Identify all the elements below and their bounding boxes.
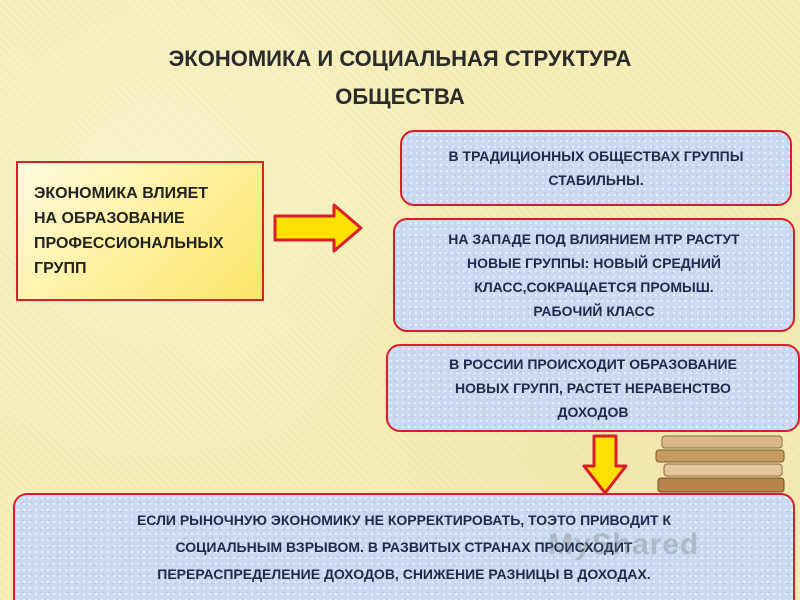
box4-line: ЕСЛИ РЫНОЧНУЮ ЭКОНОМИКУ НЕ КОРРЕКТИРОВАТ… xyxy=(136,512,672,528)
page-title: ЭКОНОМИКА И СОЦИАЛЬНАЯ СТРУКТУРА ОБЩЕСТВ… xyxy=(100,40,700,116)
arrow-right-icon xyxy=(273,203,363,253)
box3-line: ДОХОДОВ xyxy=(557,404,629,420)
russia-box: В РОССИИ ПРОИСХОДИТ ОБРАЗОВАНИЕ НОВЫХ ГР… xyxy=(386,344,800,432)
box4-line: СОЦИАЛЬНЫМ ВЗРЫВОМ. В РАЗВИТЫХ СТРАНАХ П… xyxy=(175,539,633,555)
box2-line: КЛАСС,СОКРАЩАЕТСЯ ПРОМЫШ. xyxy=(474,279,714,295)
left-box-line: ГРУПП xyxy=(34,260,87,277)
west-ntr-box: НА ЗАПАДЕ ПОД ВЛИЯНИЕМ НТР РАСТУТ НОВЫЕ … xyxy=(393,218,795,332)
box2-line: РАБОЧИЙ КЛАСС xyxy=(533,303,655,319)
box2-line: НА ЗАПАДЕ ПОД ВЛИЯНИЕМ НТР РАСТУТ xyxy=(448,231,740,247)
watermark-text: MyShared xyxy=(548,528,700,561)
box3-line: В РОССИИ ПРОИСХОДИТ ОБРАЗОВАНИЕ xyxy=(449,356,737,372)
box1-line: В ТРАДИЦИОННЫХ ОБЩЕСТВАХ ГРУППЫ xyxy=(448,148,744,164)
books-stack-icon xyxy=(655,435,785,493)
market-economy-box: ЕСЛИ РЫНОЧНУЮ ЭКОНОМИКУ НЕ КОРРЕКТИРОВАТ… xyxy=(13,493,795,600)
left-box-line: НА ОБРАЗОВАНИЕ xyxy=(34,210,185,227)
title-line-2: ОБЩЕСТВА xyxy=(335,84,465,109)
arrow-down-icon xyxy=(582,434,628,495)
left-box-line: ПРОФЕССИОНАЛЬНЫХ xyxy=(34,235,224,252)
title-line-1: ЭКОНОМИКА И СОЦИАЛЬНАЯ СТРУКТУРА xyxy=(168,46,632,71)
economy-influence-box: ЭКОНОМИКА ВЛИЯЕТ НА ОБРАЗОВАНИЕ ПРОФЕССИ… xyxy=(16,161,264,301)
left-box-line: ЭКОНОМИКА ВЛИЯЕТ xyxy=(34,185,209,202)
box4-line: ПЕРЕРАСПРЕДЕЛЕНИЕ ДОХОДОВ, СНИЖЕНИЕ РАЗН… xyxy=(157,566,651,582)
box3-line: НОВЫХ ГРУПП, РАСТЕТ НЕРАВЕНСТВО xyxy=(455,380,731,396)
box1-line: СТАБИЛЬНЫ. xyxy=(548,172,644,188)
box2-line: НОВЫЕ ГРУППЫ: НОВЫЙ СРЕДНИЙ xyxy=(467,255,721,271)
traditional-societies-box: В ТРАДИЦИОННЫХ ОБЩЕСТВАХ ГРУППЫ СТАБИЛЬН… xyxy=(400,130,792,206)
